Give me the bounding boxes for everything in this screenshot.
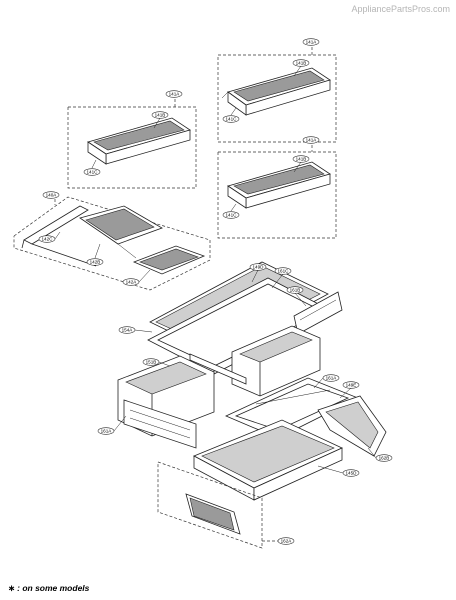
svg-text:142B: 142B — [90, 260, 101, 265]
callout-151b: 151B — [142, 358, 160, 366]
callout-162a: 162A — [277, 537, 295, 545]
svg-text:161A: 161A — [326, 376, 338, 381]
svg-text:161A: 161A — [101, 429, 113, 434]
leader-lines — [54, 65, 377, 474]
svg-text:141C: 141C — [226, 117, 238, 122]
callout-141c-2: 141C — [222, 211, 240, 219]
callout-145d: 145D — [342, 469, 360, 477]
svg-text:142C: 142C — [42, 237, 54, 242]
svg-text:149D: 149D — [253, 265, 265, 270]
svg-text:141C: 141C — [226, 213, 238, 218]
callout-161a-left: 161A — [97, 427, 115, 435]
footnote: ∗: on some models — [8, 583, 89, 594]
shelf-assembly-mid-right — [217, 145, 337, 239]
callout-162b: 162B — [375, 454, 393, 462]
svg-text:162B: 162B — [379, 456, 390, 461]
svg-text:141A: 141A — [306, 138, 318, 143]
svg-text:141B: 141B — [296, 61, 307, 66]
svg-text:145D: 145D — [346, 471, 358, 476]
svg-text:161B: 161B — [290, 288, 301, 293]
callout-141a-2: 141A — [302, 136, 320, 144]
callout-142a: 142A — [122, 278, 140, 286]
svg-text:141C: 141C — [87, 170, 99, 175]
watermark: AppliancePartsPros.com — [351, 4, 450, 14]
callout-161c: 161C — [274, 267, 292, 275]
svg-text:161C: 161C — [278, 269, 290, 274]
callout-149e: 149E — [342, 381, 360, 389]
callout-141c-1: 141C — [222, 115, 240, 123]
svg-text:162A: 162A — [281, 539, 293, 544]
callout-141a-1: 141A — [302, 38, 320, 46]
callout-141b-2: 141B — [292, 155, 310, 163]
callout-140a: 140A — [42, 191, 60, 199]
svg-text:142A: 142A — [126, 280, 138, 285]
svg-text:141B: 141B — [296, 157, 307, 162]
callout-142b: 142B — [86, 258, 104, 266]
svg-text:149E: 149E — [346, 383, 357, 388]
svg-text:141B: 141B — [155, 113, 166, 118]
shelf-assembly-left — [67, 99, 197, 189]
callout-142c: 142C — [38, 235, 56, 243]
svg-text:154A: 154A — [122, 328, 134, 333]
callout-141b-3: 141B — [151, 111, 169, 119]
footnote-text: : on some models — [17, 583, 90, 593]
callout-154a: 154A — [118, 326, 136, 334]
svg-text:140A: 140A — [46, 193, 58, 198]
callout-141a-3: 141A — [165, 90, 183, 98]
callout-161a-right: 161A — [322, 374, 340, 382]
folding-shelf-assembly — [13, 196, 211, 291]
svg-text:151B: 151B — [146, 360, 157, 365]
svg-text:141A: 141A — [306, 40, 318, 45]
callout-141c-3: 141C — [83, 168, 101, 176]
crisper-assembly — [117, 261, 387, 549]
asterisk-marker: ∗ — [8, 583, 16, 593]
shelf-assembly-top-right — [217, 47, 337, 143]
callout-149d: 149D — [249, 263, 267, 271]
callout-161b: 161B — [286, 286, 304, 294]
callout-141b-1: 141B — [292, 59, 310, 67]
svg-text:141A: 141A — [169, 92, 181, 97]
